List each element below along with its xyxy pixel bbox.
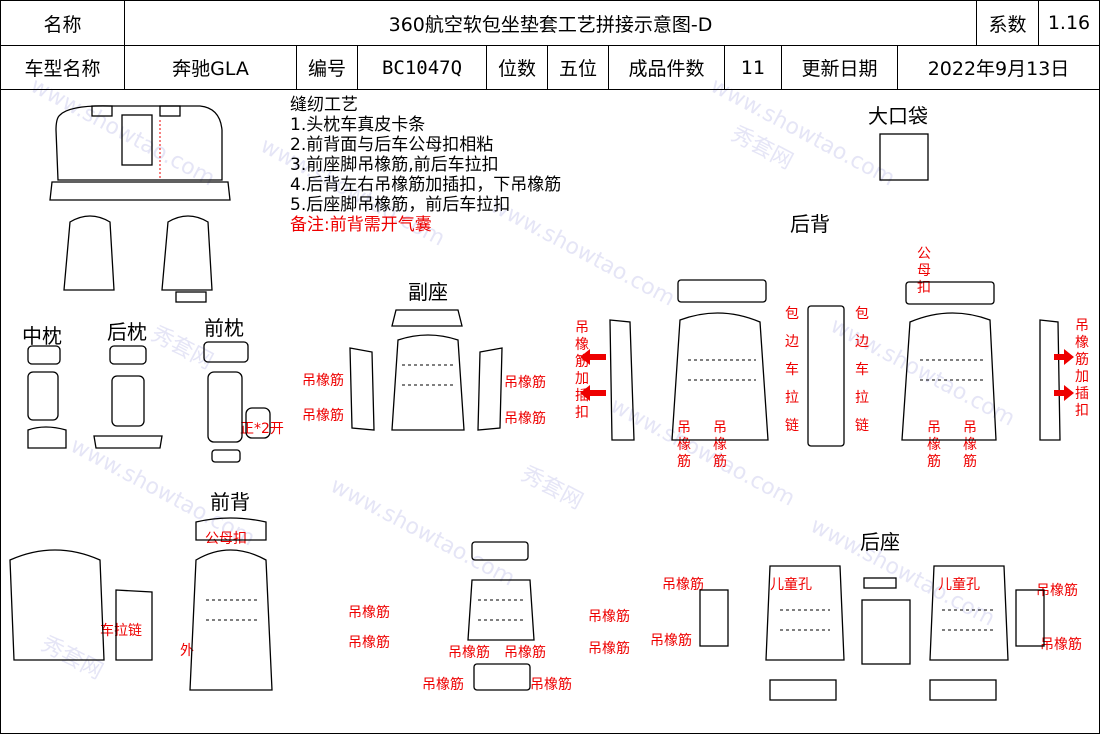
- front-back-piece: [189, 549, 273, 691]
- process-step: 1.头枕车真皮卡条: [290, 115, 426, 135]
- bag-zip-label: 包边车拉链: [785, 306, 799, 434]
- elastic-label: 吊橡筋: [1036, 583, 1078, 599]
- elastic-label: 吊橡筋: [302, 408, 344, 424]
- elastic-label: 吊橡筋: [588, 609, 630, 625]
- elastic-label: 吊橡筋: [504, 645, 546, 661]
- elastic-label: 吊橡筋: [448, 645, 490, 661]
- section-front-pillow: 前枕: [204, 316, 244, 340]
- male-female-label: 公母扣: [917, 246, 931, 296]
- section-big-pocket: 大口袋: [868, 104, 928, 128]
- buckle-label: 公母扣: [205, 531, 247, 547]
- rear-seat-piece: [861, 599, 911, 665]
- seat-overview: [161, 215, 213, 291]
- process-step: 2.前背面与后车公母扣相粘: [290, 135, 494, 155]
- passenger-piece: [391, 334, 465, 431]
- elastic-label: 吊橡筋: [504, 411, 546, 427]
- section-passenger: 副座: [408, 280, 448, 304]
- child-hole-label: 儿童孔: [938, 577, 980, 593]
- big-pocket-piece: [879, 133, 929, 181]
- rear-back-piece: [905, 281, 995, 305]
- pillow-piece: [207, 371, 243, 443]
- rear-back-piece: [671, 312, 769, 441]
- process-step: 5.后座脚吊橡筋，前后车拉扣: [290, 195, 511, 215]
- section-rear-back: 后背: [790, 212, 830, 236]
- rear-seat-piece: [765, 565, 845, 661]
- elastic-plug-label: 吊橡筋加插扣: [1075, 318, 1089, 419]
- elastic-label-vert: 吊橡筋: [677, 420, 691, 470]
- front-seat-piece: [471, 541, 529, 561]
- elastic-label: 吊橡筋: [530, 677, 572, 693]
- elastic-label: 吊橡筋: [650, 633, 692, 649]
- process-step: 4.后背左右吊橡筋加插扣，下吊橡筋: [290, 175, 562, 195]
- elastic-label: 吊橡筋: [348, 605, 390, 621]
- process-notes: 缝纫工艺 1.头枕车真皮卡条 2.前背面与后车公母扣相粘 3.前座脚吊橡筋,前后…: [290, 95, 561, 235]
- process-note: 备注:前背需开气囊: [290, 215, 432, 235]
- front-seat-piece: [467, 579, 535, 641]
- section-rear-pillow: 后枕: [107, 320, 147, 344]
- elastic-label-vert: 吊橡筋: [963, 420, 977, 470]
- pillow-piece: [27, 371, 59, 421]
- bag-zip-label: 包边车拉链: [855, 306, 869, 434]
- seat-overview: [55, 105, 223, 181]
- elastic-label: 吊橡筋: [504, 375, 546, 391]
- seat-overview: [49, 181, 231, 201]
- section-middle-pillow: 中枕: [22, 324, 62, 348]
- header-table: 名称 360航空软包坐垫套工艺拼接示意图-D 系数 1.16 车型名称 奔驰GL…: [0, 0, 1100, 90]
- elastic-label: 吊橡筋: [302, 373, 344, 389]
- section-front-back: 前背: [210, 490, 250, 514]
- passenger-piece: [391, 309, 463, 327]
- arrow-icon: [580, 349, 1074, 401]
- front-open-label: 正*2开: [240, 421, 284, 437]
- elastic-label: 吊橡筋: [588, 641, 630, 657]
- elastic-label-vert: 吊橡筋: [927, 420, 941, 470]
- seat-overview: [63, 215, 115, 291]
- rear-back-piece: [677, 279, 767, 303]
- rear-back-piece: [807, 305, 845, 447]
- section-rear-seat: 后座: [860, 530, 900, 554]
- elastic-label-vert: 吊橡筋: [713, 420, 727, 470]
- zipper-label: 车拉链: [100, 623, 142, 639]
- elastic-label: 吊橡筋: [1040, 637, 1082, 653]
- child-hole-label: 儿童孔: [770, 577, 812, 593]
- rear-back-piece: [901, 312, 997, 441]
- process-step: 3.前座脚吊橡筋,前后车拉扣: [290, 155, 499, 175]
- elastic-label: 吊橡筋: [422, 677, 464, 693]
- rear-seat-piece: [929, 565, 1009, 661]
- elastic-label: 吊橡筋: [348, 635, 390, 651]
- elastic-label: 吊橡筋: [662, 577, 704, 593]
- process-title: 缝纫工艺: [290, 95, 358, 115]
- outer-label: 外: [180, 643, 194, 659]
- pillow-piece: [111, 375, 145, 427]
